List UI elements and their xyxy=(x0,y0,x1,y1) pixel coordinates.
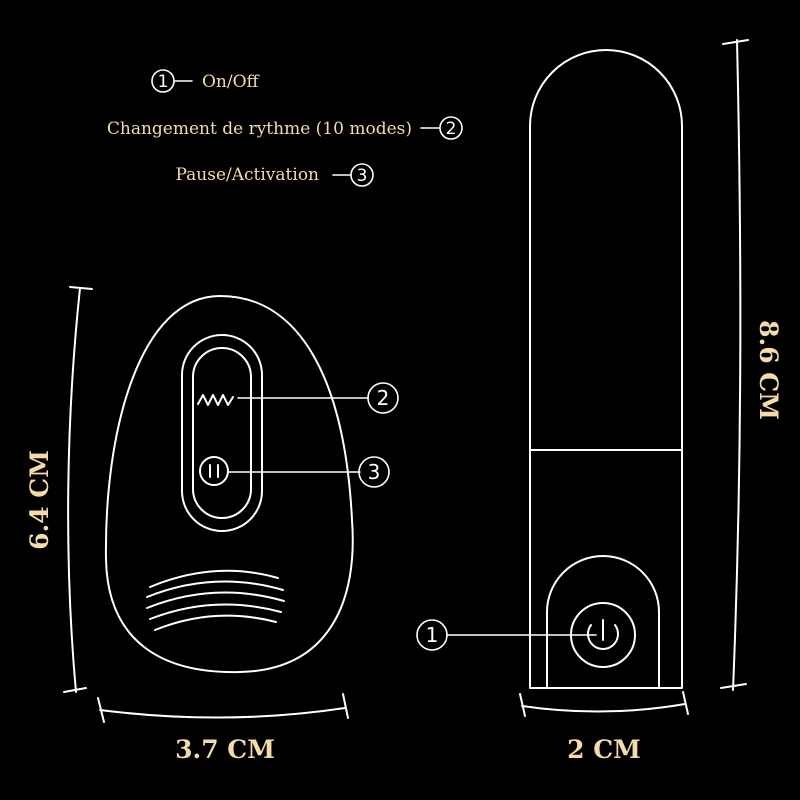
legend-label-pause: Pause/Activation xyxy=(175,165,319,185)
button-panel-inner xyxy=(192,347,252,519)
wave-icon xyxy=(197,394,234,406)
legend-item-on-off: 1 On/Off xyxy=(151,69,261,93)
bullet-height-label: 8.6 CM xyxy=(754,320,783,420)
legend: 1 On/Off Changement de rythme (10 modes)… xyxy=(107,69,463,187)
callout-number: 2 xyxy=(377,386,390,410)
bullet-width-label: 2 CM xyxy=(567,735,641,764)
remote-body-outline xyxy=(104,295,354,674)
legend-label-on-off: On/Off xyxy=(202,72,261,92)
callout-rhythm: 2 xyxy=(237,382,399,414)
bullet-width-dimension: 2 CM xyxy=(519,691,689,764)
remote-height-dimension: 6.4 CM xyxy=(25,286,93,693)
bullet-height-dimension: 8.6 CM xyxy=(720,39,783,691)
legend-number-circle xyxy=(350,163,374,187)
bullet-device: 1 8.6 CM 2 CM xyxy=(416,39,783,764)
remote-width-label: 3.7 CM xyxy=(175,735,275,764)
callout-circle xyxy=(367,382,399,414)
power-icon xyxy=(587,624,619,650)
pause-icon xyxy=(199,456,229,486)
callout-circle xyxy=(358,456,390,488)
grip-lines xyxy=(146,569,285,631)
legend-number: 1 xyxy=(158,72,169,92)
callout-number: 1 xyxy=(426,623,439,647)
remote-width-dimension: 3.7 CM xyxy=(97,693,349,764)
legend-item-rhythm: Changement de rythme (10 modes) 2 xyxy=(107,116,463,140)
remote-height-label: 6.4 CM xyxy=(25,450,54,550)
callout-power: 1 xyxy=(416,619,597,651)
legend-number-circle xyxy=(439,116,463,140)
legend-number-circle xyxy=(151,69,175,93)
button-panel-outer xyxy=(181,334,263,532)
bullet-body-outline xyxy=(529,49,683,689)
power-button-housing xyxy=(546,555,660,689)
callout-number: 3 xyxy=(368,460,381,484)
legend-number: 3 xyxy=(357,166,368,186)
callout-pause: 3 xyxy=(227,456,390,488)
legend-label-rhythm: Changement de rythme (10 modes) xyxy=(107,119,412,139)
legend-number: 2 xyxy=(446,119,457,139)
legend-item-pause: Pause/Activation 3 xyxy=(175,163,374,187)
remote-control: 2 3 6.4 CM 3.7 CM xyxy=(25,286,399,764)
